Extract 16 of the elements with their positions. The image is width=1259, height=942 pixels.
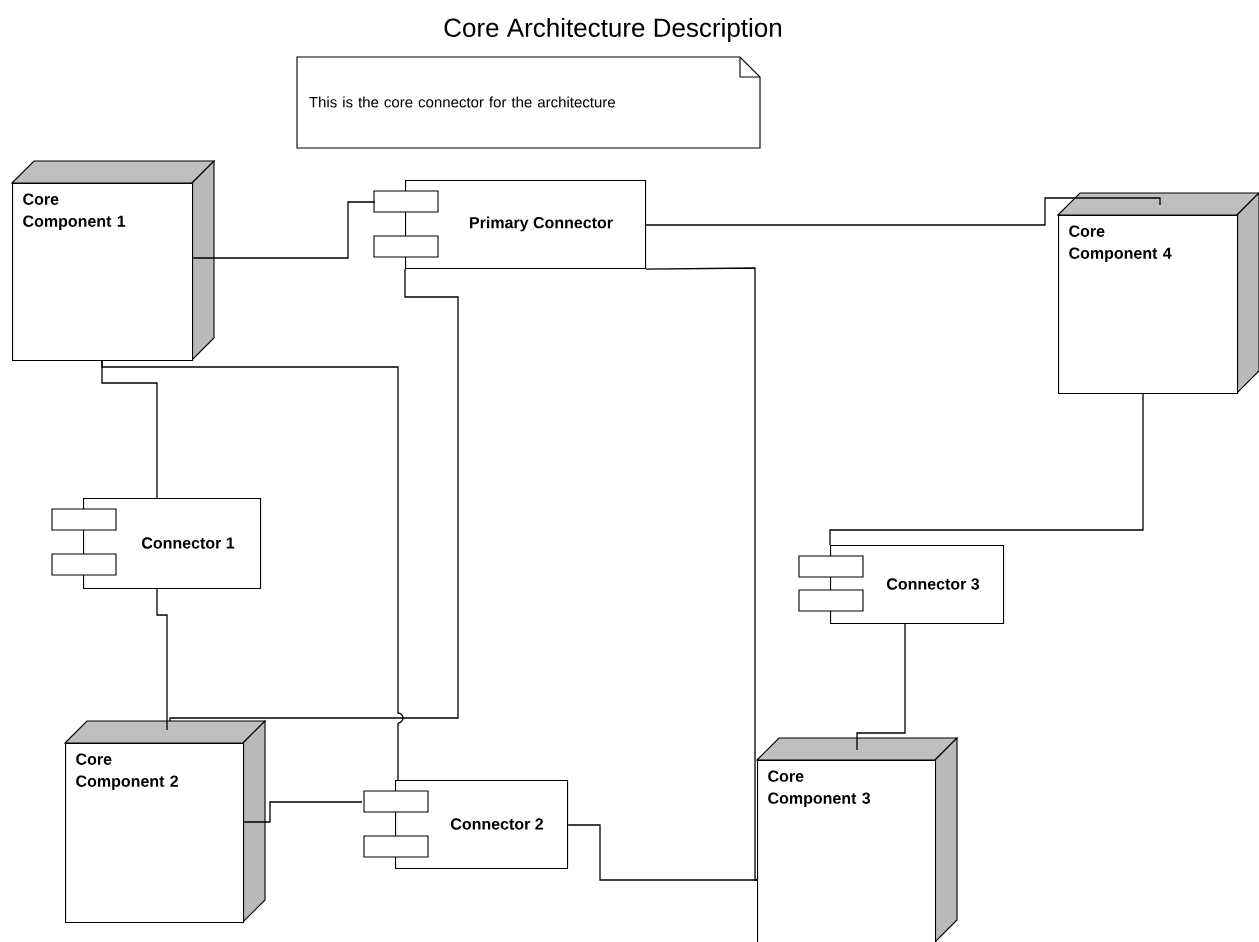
connector-line	[645, 267, 758, 881]
connector-line	[567, 824, 758, 881]
component-box: Primary Connector	[373, 180, 647, 270]
connector-line	[645, 197, 1161, 226]
connector-line	[243, 801, 363, 823]
note-box: This is the core connector for the architecture	[296, 56, 761, 149]
component-box: Connector 2	[363, 780, 569, 870]
component-box: Connector 3	[798, 545, 1005, 625]
title: Core Architecture Description	[444, 17, 782, 43]
connector-line	[829, 393, 1144, 546]
component-box: Connector 1	[51, 498, 262, 590]
connector-line	[169, 268, 459, 722]
connector-line	[856, 623, 906, 751]
connector-line	[156, 588, 168, 731]
connector-line	[192, 201, 376, 259]
connector-line	[101, 360, 404, 781]
